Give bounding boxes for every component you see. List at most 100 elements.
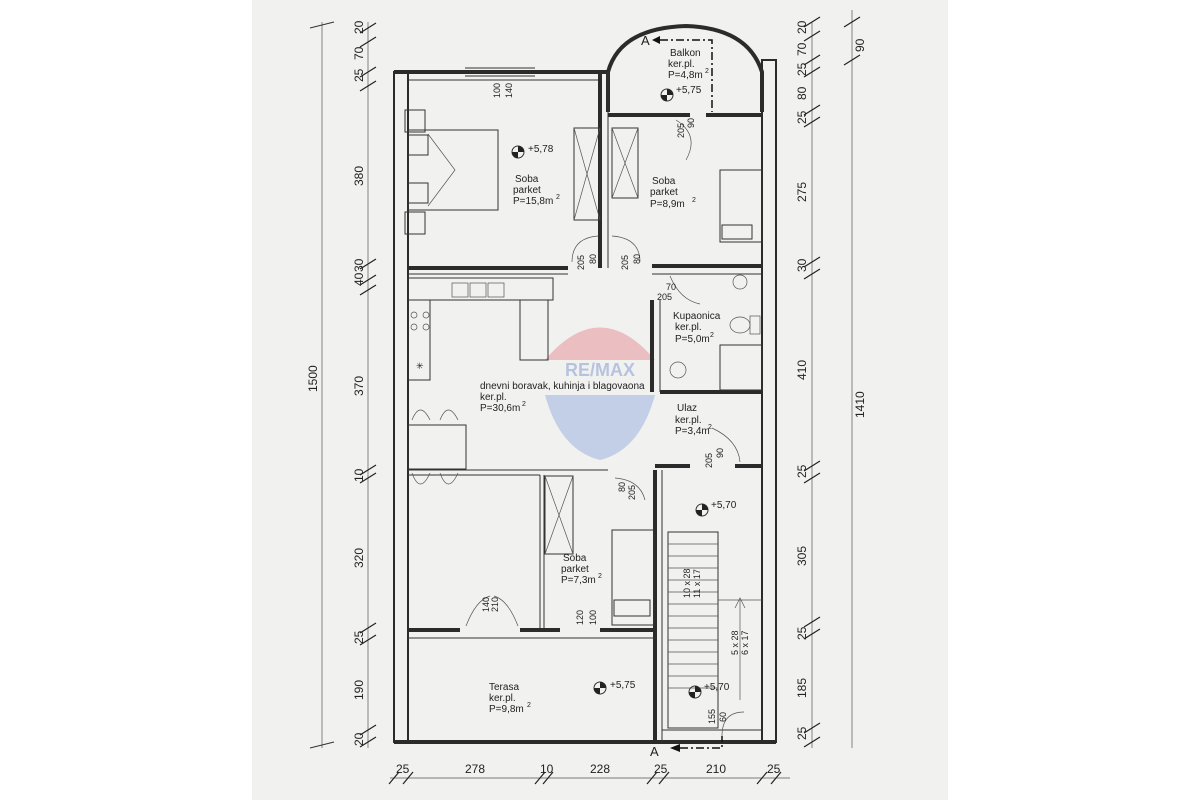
room-dnevni-boravak: dnevni boravak, kuhinja i blagovaona ker… (480, 381, 645, 414)
dimension-tick (534, 771, 546, 785)
bed-double (407, 129, 499, 211)
svg-text:Kupaonica: Kupaonica (673, 311, 721, 322)
svg-text:25: 25 (396, 762, 410, 776)
svg-text:25: 25 (795, 464, 809, 478)
svg-text:Soba: Soba (563, 553, 587, 564)
dimension-tick (803, 736, 821, 748)
bed-single (611, 529, 655, 626)
level-stair-bottom: +5,70 (704, 682, 730, 693)
svg-text:ker.pl.: ker.pl. (675, 322, 702, 333)
wardrobe (573, 127, 601, 221)
level-marker-icon (660, 88, 674, 102)
dimension-tick (803, 628, 821, 640)
room-soba-3: Soba parket P=7,3m 2 (561, 553, 602, 586)
dimension-tick (359, 472, 377, 484)
svg-text:ker.pl.: ker.pl. (675, 415, 702, 426)
svg-text:140: 140 (504, 83, 514, 98)
toilet-icon (729, 316, 751, 334)
wardrobe (544, 475, 574, 555)
svg-text:Soba: Soba (652, 176, 676, 187)
remax-watermark: RE/MAX (545, 327, 655, 460)
svg-text:25: 25 (352, 630, 366, 644)
svg-text:40: 40 (352, 272, 366, 286)
svg-text:25: 25 (352, 68, 366, 82)
svg-text:Ulaz: Ulaz (677, 403, 697, 414)
svg-text:210: 210 (706, 762, 726, 776)
dimension-tick (359, 284, 377, 296)
svg-text:ker.pl.: ker.pl. (480, 392, 507, 403)
svg-text:120: 120 (575, 610, 585, 625)
doors (465, 119, 745, 737)
svg-text:P=9,8m: P=9,8m (489, 704, 524, 715)
dimension-tick (658, 771, 670, 785)
svg-text:205: 205 (676, 123, 686, 138)
dimension-tick (803, 116, 821, 128)
dimension-tick (843, 16, 861, 28)
section-mark-bottom: A (650, 744, 659, 759)
svg-text:205: 205 (576, 255, 586, 270)
dimension-tick (770, 771, 782, 785)
svg-text:P=7,3m: P=7,3m (561, 575, 596, 586)
svg-text:25: 25 (795, 62, 809, 76)
svg-text:70: 70 (795, 42, 809, 56)
svg-text:20: 20 (352, 20, 366, 34)
dimension-tick (803, 472, 821, 484)
section-mark-top: A (641, 33, 650, 48)
dimension-tick (402, 771, 414, 785)
svg-text:2: 2 (527, 702, 531, 709)
svg-text:210: 210 (490, 597, 500, 612)
dimension-tick (803, 30, 821, 42)
room-terasa: Terasa ker.pl. P=9,8m 2 (489, 682, 531, 715)
right-total-dim: 1410 (853, 391, 867, 418)
svg-text:6 x 17: 6 x 17 (740, 630, 750, 655)
fridge (519, 299, 549, 361)
dimension-tick (359, 274, 377, 286)
shower-icon (719, 344, 763, 391)
right-outer-dim: 90 (853, 38, 867, 52)
svg-text:205: 205 (657, 292, 672, 302)
svg-text:10: 10 (540, 762, 554, 776)
dimension-tick (359, 736, 377, 748)
dimension-tick (803, 104, 821, 116)
room-balkon: Balkon ker.pl. P=4,8m 2 (668, 48, 709, 81)
svg-text:80: 80 (795, 86, 809, 100)
dimension-tick (803, 66, 821, 78)
room-kupaonica: Kupaonica ker.pl. P=5,0m 2 (673, 311, 721, 345)
svg-text:parket: parket (561, 564, 589, 575)
svg-text:155: 155 (707, 709, 717, 724)
dimension-tick (359, 258, 377, 270)
dimension-tick (359, 464, 377, 476)
svg-text:90: 90 (686, 118, 696, 128)
level-soba1: +5,78 (528, 144, 554, 155)
svg-text:275: 275 (795, 182, 809, 202)
level-terasa: +5,75 (610, 680, 636, 691)
svg-text:25: 25 (795, 110, 809, 124)
room-labels: Balkon ker.pl. P=4,8m 2 Soba parket P=15… (480, 48, 721, 715)
svg-text:205: 205 (627, 485, 637, 500)
kitchen-counter (407, 277, 554, 301)
svg-text:100: 100 (588, 610, 598, 625)
dimension-tick (803, 722, 821, 734)
svg-text:228: 228 (590, 762, 610, 776)
svg-text:✳: ✳ (416, 361, 424, 371)
dimension-tick (803, 16, 821, 28)
svg-text:278: 278 (465, 762, 485, 776)
svg-text:20: 20 (795, 20, 809, 34)
dimension-tick (359, 80, 377, 92)
svg-text:2: 2 (522, 401, 526, 408)
wardrobe (611, 127, 639, 199)
svg-text:80: 80 (617, 482, 627, 492)
svg-text:30: 30 (795, 258, 809, 272)
svg-text:dnevni boravak, kuhinja i blag: dnevni boravak, kuhinja i blagovaona (480, 381, 645, 392)
svg-text:10: 10 (352, 468, 366, 482)
svg-text:190: 190 (352, 680, 366, 700)
right-dimension-chain: 90 1410 20 70 25 80 25 275 30 410 25 305… (795, 10, 867, 748)
svg-text:185: 185 (795, 678, 809, 698)
svg-text:320: 320 (352, 548, 366, 568)
svg-text:11 x 17: 11 x 17 (692, 569, 702, 598)
svg-text:Soba: Soba (515, 174, 539, 185)
svg-text:205: 205 (704, 453, 714, 468)
svg-text:25: 25 (795, 626, 809, 640)
svg-text:140: 140 (481, 597, 491, 612)
